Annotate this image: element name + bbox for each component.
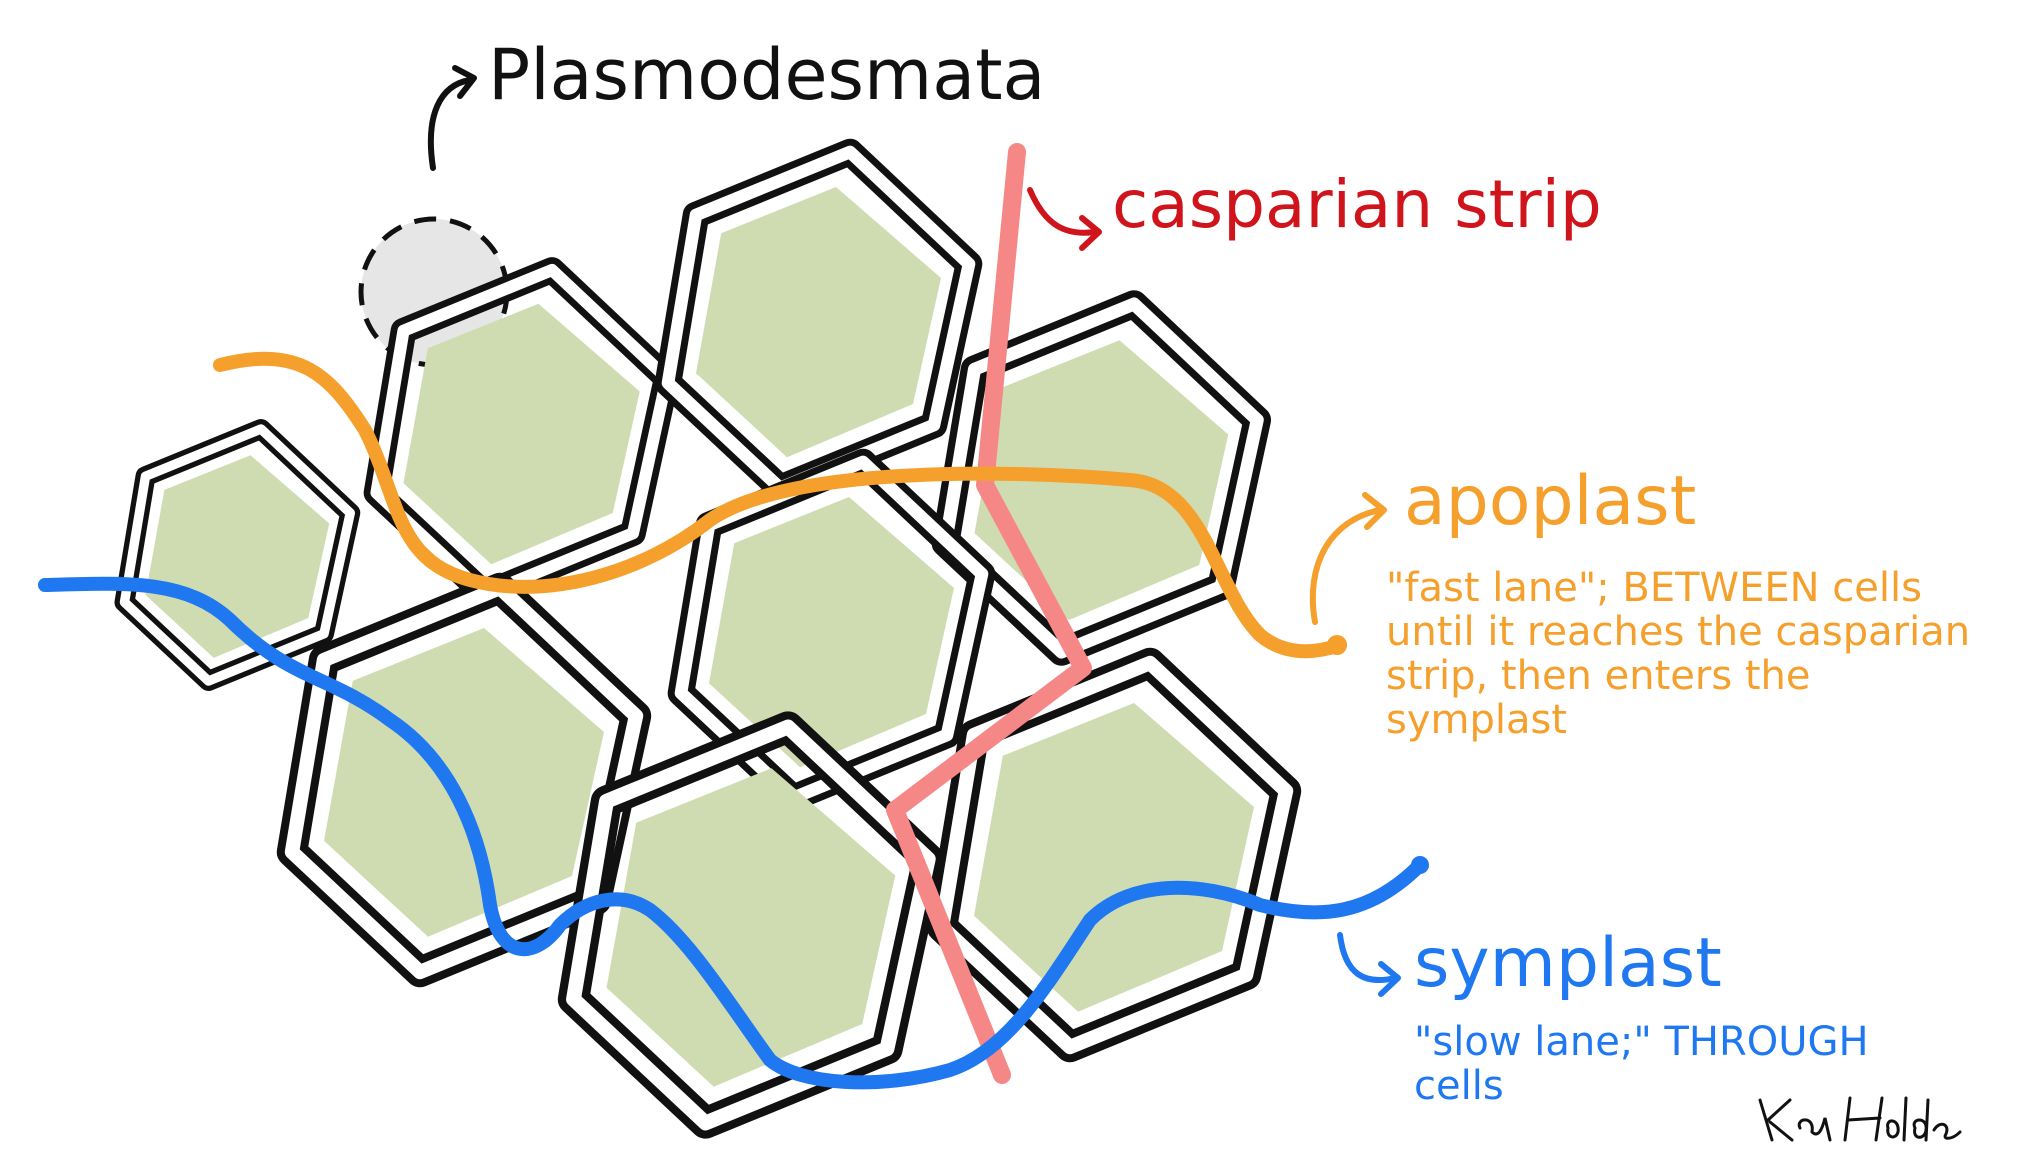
signature-image (1758, 1096, 1962, 1142)
symplast-label: symplast (1414, 924, 1722, 1003)
cell-3 (668, 152, 969, 488)
symplast-path (38, 576, 1427, 1090)
symplast-arrow (1337, 932, 1401, 997)
apoplast-label: apoplast (1404, 462, 1697, 541)
apoplast-path-end (1327, 635, 1347, 655)
casparian-strip-line (886, 143, 1092, 1084)
casparian-strip-arrow (1027, 187, 1102, 251)
apoplast-path (213, 351, 1347, 659)
apoplast-arrow (1309, 492, 1387, 625)
plasmodesmata-label: Plasmodesmata (488, 34, 1046, 116)
cell-7 (574, 727, 929, 1123)
apoplast-description: "fast lane"; BETWEEN cells until it reac… (1386, 565, 1971, 743)
symplast-path-end (1411, 856, 1429, 874)
symplast-description: "slow lane;" THROUGH cells (1414, 1019, 1869, 1109)
plasmodesmata-arrow (427, 65, 477, 171)
casparian-strip-label: casparian strip (1112, 166, 1602, 243)
cell-1 (125, 429, 351, 681)
cell-8 (942, 663, 1286, 1047)
